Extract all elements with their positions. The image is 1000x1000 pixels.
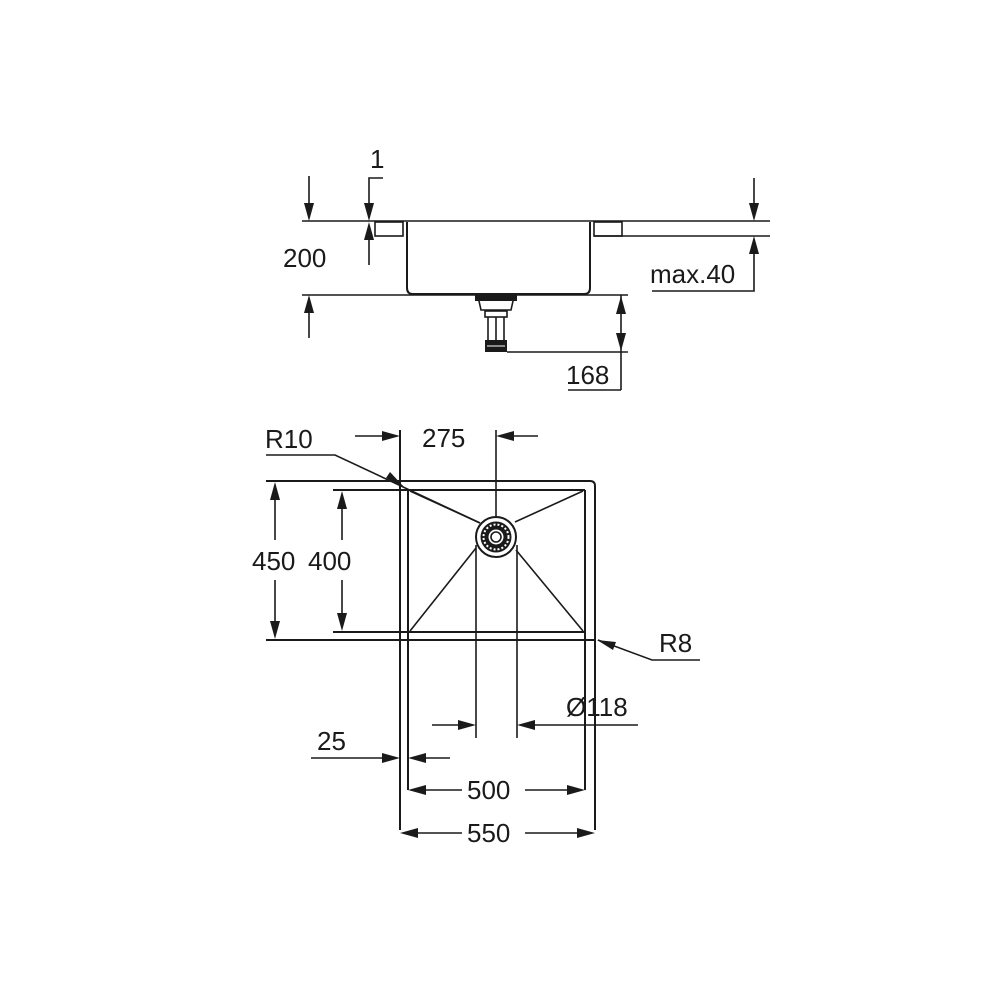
dim-inner-depth: 400 <box>308 491 351 631</box>
outer-depth-label: 450 <box>252 546 295 576</box>
inner-corner-radius-label: R10 <box>265 424 313 454</box>
inner-depth-label: 400 <box>308 546 351 576</box>
bowl-depth-label: 200 <box>283 243 326 273</box>
rim-width-label: 25 <box>317 726 346 756</box>
worktop-section-right <box>593 221 623 237</box>
waste-fitting <box>475 295 517 352</box>
sheet-thickness-label: 1 <box>370 144 384 174</box>
drain-offset-label: 275 <box>422 423 465 453</box>
worktop-section-left <box>374 221 404 237</box>
dim-outer-corner-radius: R8 <box>597 628 700 661</box>
waste-height-label: 168 <box>566 360 609 390</box>
dim-inner-width: 500 <box>408 775 585 805</box>
dim-waste-height: 168 <box>566 295 626 391</box>
dim-bowl-depth: 200 <box>283 176 326 338</box>
outer-rim-top-right <box>400 480 596 640</box>
dim-drain-offset: 275 <box>355 423 538 453</box>
dim-sheet-thickness: 1 <box>364 144 384 265</box>
bowl-outline <box>406 222 591 295</box>
inner-width-label: 500 <box>467 775 510 805</box>
dim-rim-width: 25 <box>311 726 450 763</box>
plan-view: R10 275 450 400 <box>252 423 700 848</box>
outer-corner-radius-label: R8 <box>659 628 692 658</box>
dim-inner-corner-radius: R10 <box>265 424 481 524</box>
dim-outer-width: 550 <box>400 818 595 848</box>
dim-drain-diameter: Ø118 <box>432 692 638 730</box>
dim-outer-depth: 450 <box>252 482 295 639</box>
side-view: 200 1 max.40 168 <box>283 144 770 391</box>
drain-diameter-label: Ø118 <box>566 692 628 722</box>
worktop-max-label: max.40 <box>650 259 735 289</box>
dim-worktop-max: max.40 <box>650 178 759 292</box>
drain-icon <box>475 516 517 558</box>
outer-width-label: 550 <box>467 818 510 848</box>
